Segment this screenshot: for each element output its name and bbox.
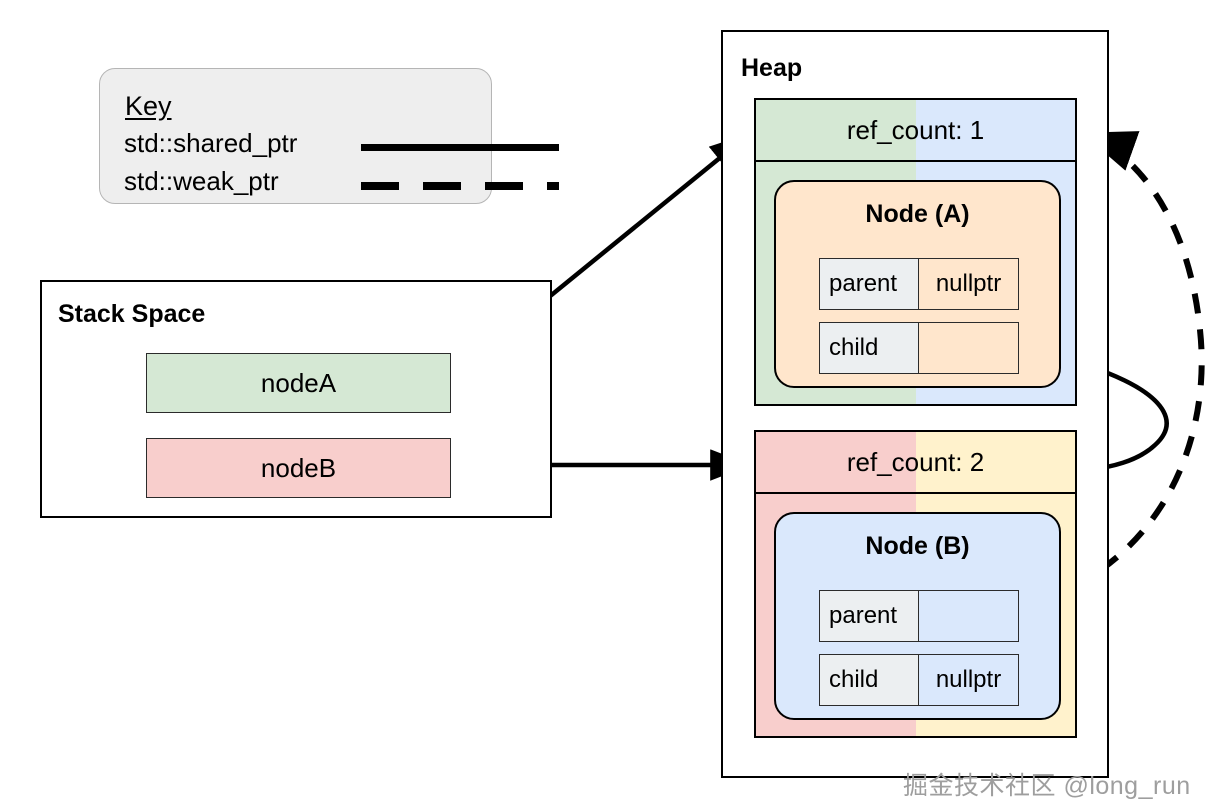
node-b-field-child-value: nullptr <box>935 666 1002 693</box>
stack-space-title: Stack Space <box>58 300 206 328</box>
node-a-box: Node (A) parent nullptr child <box>774 180 1061 388</box>
node-b-title: Node (B) <box>865 532 970 560</box>
heap-title: Heap <box>741 54 803 82</box>
legend-box: Key std::shared_ptr std::weak_ptr <box>99 68 559 204</box>
node-a-field-parent-key: parent <box>820 259 919 309</box>
node-a-field-parent-value: nullptr <box>935 270 1002 297</box>
node-b-box: Node (B) parent child nullptr <box>774 512 1061 720</box>
heap-container: Heap ref_count: 1 Node (A) parent nullpt… <box>721 30 1109 778</box>
node-a-field-child-value <box>919 323 1018 373</box>
node-b-field-child-key: child <box>820 655 919 705</box>
control-block-a: ref_count: 1 Node (A) parent nullptr chi… <box>754 98 1077 406</box>
legend-label-weak-ptr: std::weak_ptr <box>124 166 279 196</box>
stack-variable-nodea: nodeA <box>146 353 451 413</box>
control-block-a-refcount: ref_count: 1 <box>756 100 1075 162</box>
node-a-field-child: child <box>819 322 1019 374</box>
node-b-field-parent-value <box>919 591 1018 641</box>
legend-title: Key <box>125 91 172 121</box>
stack-variable-nodeb-label: nodeB <box>260 452 337 483</box>
node-b-field-parent-key: parent <box>820 591 919 641</box>
node-a-field-parent: parent nullptr <box>819 258 1019 310</box>
node-b-field-child: child nullptr <box>819 654 1019 706</box>
stack-space-container: Stack Space nodeA nodeB <box>40 280 552 518</box>
legend-dashed-line-icon <box>361 182 559 190</box>
node-a-field-child-key: child <box>820 323 919 373</box>
stack-variable-nodea-label: nodeA <box>260 367 337 398</box>
node-a-title: Node (A) <box>865 200 970 228</box>
stack-variable-nodeb: nodeB <box>146 438 451 498</box>
watermark-text: 掘金技术社区 @long_run <box>903 772 1191 800</box>
control-block-b: ref_count: 2 Node (B) parent child nullp… <box>754 430 1077 738</box>
legend-solid-line-icon <box>361 144 559 151</box>
node-b-field-parent: parent <box>819 590 1019 642</box>
legend-label-shared-ptr: std::shared_ptr <box>124 128 298 158</box>
control-block-b-refcount: ref_count: 2 <box>756 432 1075 494</box>
